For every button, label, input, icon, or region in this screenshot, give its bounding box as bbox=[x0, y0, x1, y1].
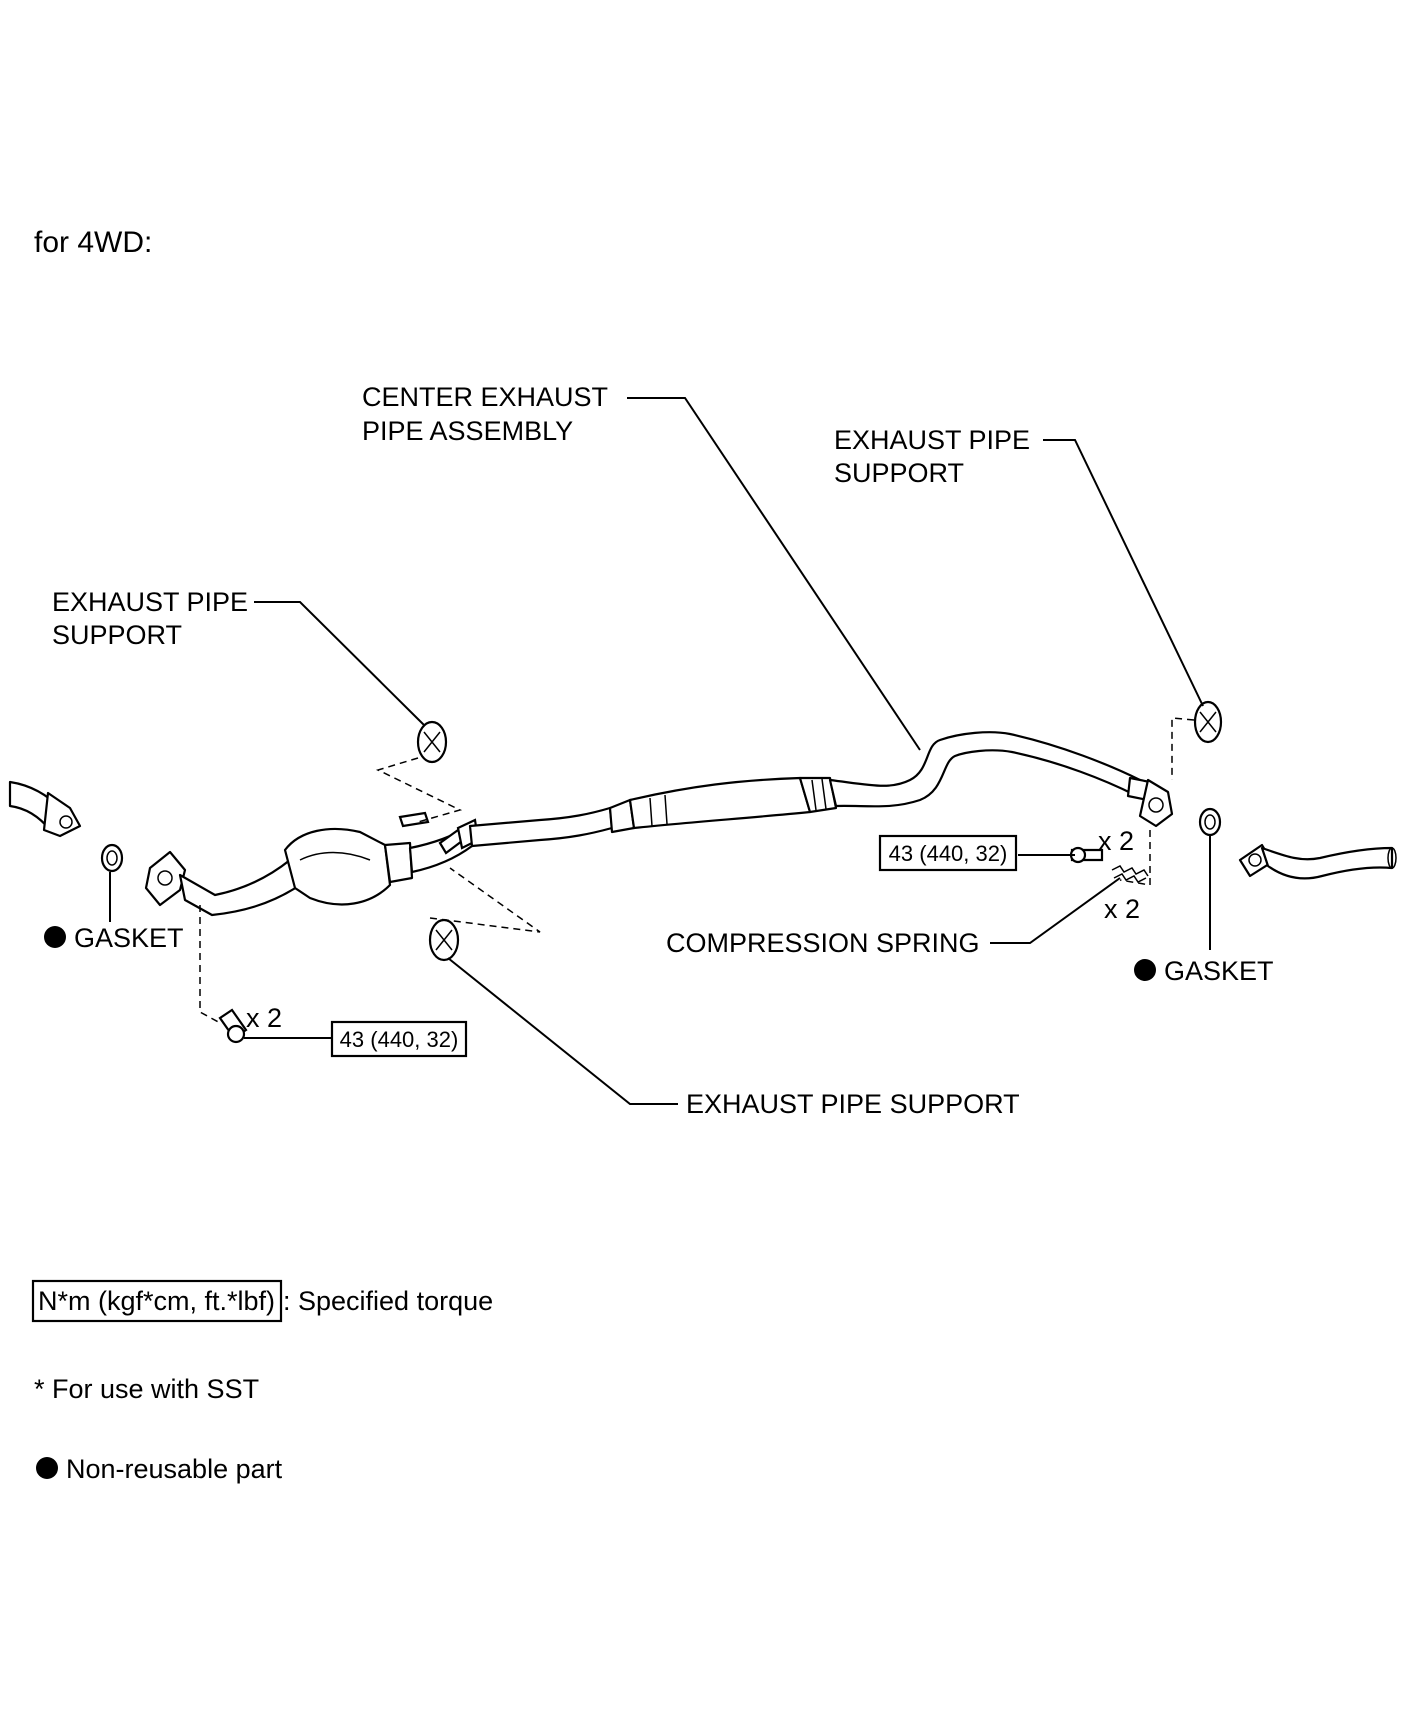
label-center-exhaust-pipe-2: PIPE ASSEMBLY bbox=[362, 416, 573, 446]
label-support-right-1: EXHAUST PIPE bbox=[834, 425, 1030, 455]
label-support-right-2: SUPPORT bbox=[834, 458, 964, 488]
label-support-left-1: EXHAUST PIPE bbox=[52, 587, 248, 617]
leader-compression-spring bbox=[990, 877, 1121, 944]
leader-center-pipe bbox=[627, 397, 921, 751]
dash-support-left bbox=[375, 757, 463, 823]
legend-torque-box bbox=[31, 1279, 283, 1323]
leader-support-right bbox=[1043, 439, 1204, 707]
tail-pipe bbox=[1238, 843, 1397, 880]
front-pipe-end bbox=[8, 780, 82, 838]
legend-torque-desc: : Specified torque bbox=[283, 1286, 493, 1316]
torque-box-right: 43 (440, 32) bbox=[878, 834, 1018, 872]
catalytic-converter-section bbox=[144, 824, 474, 917]
center-exhaust-pipe bbox=[468, 731, 1174, 848]
leader-support-bottom bbox=[447, 957, 678, 1105]
dash-support-right bbox=[1171, 717, 1195, 780]
diagram-header: for 4WD: bbox=[34, 226, 152, 259]
label-support-left-2: SUPPORT bbox=[52, 620, 182, 650]
legend-sst-note: * For use with SST bbox=[34, 1374, 259, 1404]
non-reusable-marker-left bbox=[44, 926, 66, 948]
label-support-bottom: EXHAUST PIPE SUPPORT bbox=[686, 1089, 1020, 1119]
label-gasket-right: GASKET bbox=[1164, 956, 1274, 986]
legend-non-reusable-icon bbox=[36, 1457, 58, 1479]
leader-lines bbox=[109, 397, 1211, 1105]
label-qty-bolt-right: x 2 bbox=[1098, 826, 1134, 856]
label-qty-bolt-left: x 2 bbox=[246, 1003, 282, 1033]
dash-support-bottom bbox=[429, 867, 541, 933]
dash-bolt-left bbox=[199, 905, 223, 1025]
torque-box-left: 43 (440, 32) bbox=[330, 1020, 468, 1058]
exhaust-assembly-drawing bbox=[8, 700, 1397, 1044]
label-qty-spring: x 2 bbox=[1104, 894, 1140, 924]
legend: N*m (kgf*cm, ft.*lbf) : Specified torque… bbox=[31, 1279, 493, 1484]
dash-spring bbox=[1119, 830, 1151, 886]
gasket-right-part bbox=[1198, 807, 1222, 837]
support-right-part bbox=[1193, 700, 1223, 744]
legend-non-reusable-text: Non-reusable part bbox=[66, 1454, 283, 1484]
torque-value-right: 43 (440, 32) bbox=[889, 841, 1008, 866]
label-center-exhaust-pipe-1: CENTER EXHAUST bbox=[362, 382, 608, 412]
non-reusable-marker-right bbox=[1134, 959, 1156, 981]
bolt-left bbox=[218, 1008, 248, 1044]
label-compression-spring: COMPRESSION SPRING bbox=[666, 928, 980, 958]
torque-value-left: 43 (440, 32) bbox=[340, 1027, 459, 1052]
label-gasket-left: GASKET bbox=[74, 923, 184, 953]
leader-support-left bbox=[254, 601, 426, 727]
support-bottom-part bbox=[428, 918, 460, 962]
compression-spring-part bbox=[1111, 865, 1149, 883]
support-left-part bbox=[416, 720, 448, 764]
legend-torque-unit: N*m (kgf*cm, ft.*lbf) bbox=[38, 1286, 275, 1316]
gasket-left-part bbox=[100, 843, 124, 873]
